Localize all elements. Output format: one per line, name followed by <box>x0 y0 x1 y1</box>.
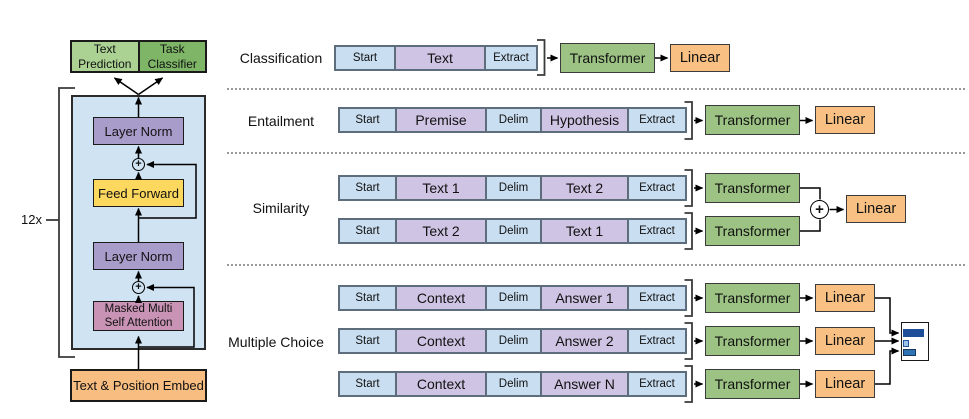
repeat-count-label: 12x <box>21 212 42 227</box>
token-extract: Extract <box>627 330 685 352</box>
linear-box: Linear <box>815 284 875 312</box>
masked-attention-line1: Masked Multi <box>104 302 173 315</box>
token-text: Text <box>394 47 484 69</box>
token-row-similarity-1: Start Text 1 Delim Text 2 Extract <box>338 175 687 201</box>
task-classifier-box: Task Classifier <box>137 42 205 71</box>
token-text1: Text 1 <box>395 177 485 199</box>
masked-attention-line2: Self Attention <box>104 317 173 329</box>
layer-norm-bottom-box: Layer Norm <box>93 242 184 270</box>
transformer-box: Transformer <box>705 216 800 246</box>
extract-bracket <box>537 39 546 76</box>
token-delim: Delim <box>485 220 540 242</box>
transformer-box: Transformer <box>705 105 800 135</box>
token-extract: Extract <box>484 47 536 69</box>
token-start: Start <box>340 287 395 309</box>
token-start: Start <box>340 220 395 242</box>
sum-icon: + <box>810 200 829 219</box>
token-start: Start <box>340 177 395 199</box>
task-label-multiple-choice: Multiple Choice <box>228 334 324 350</box>
text-prediction-box: Text Prediction <box>72 42 138 71</box>
section-divider <box>227 152 965 154</box>
token-delim: Delim <box>485 287 540 309</box>
add-icon: + <box>132 158 145 171</box>
score-bar-1 <box>903 329 924 337</box>
arrow-to-task-classifier <box>138 77 164 96</box>
token-answer-n: Answer N <box>540 373 627 395</box>
transformer-box: Transformer <box>705 369 800 399</box>
layer-norm-top-box: Layer Norm <box>93 117 184 145</box>
transformer-box: Transformer <box>705 173 800 203</box>
token-row-choice-1: Start Context Delim Answer 1 Extract <box>338 285 687 311</box>
token-row-choice-n: Start Context Delim Answer N Extract <box>338 371 687 397</box>
feed-forward-box: Feed Forward <box>93 179 184 207</box>
token-delim: Delim <box>485 177 540 199</box>
token-delim: Delim <box>485 373 540 395</box>
token-extract: Extract <box>627 177 685 199</box>
task-label-entailment: Entailment <box>247 113 315 129</box>
token-answer2: Answer 2 <box>540 330 627 352</box>
linear-box: Linear <box>670 44 730 72</box>
arrow-to-text-prediction <box>113 77 139 96</box>
token-extract: Extract <box>627 220 685 242</box>
token-context: Context <box>395 373 485 395</box>
token-start: Start <box>340 330 395 352</box>
token-hypothesis: Hypothesis <box>540 109 627 131</box>
token-row-similarity-2: Start Text 2 Delim Text 1 Extract <box>338 218 687 244</box>
output-heads-box: Text Prediction Task Classifier <box>70 40 207 73</box>
token-start: Start <box>336 47 394 69</box>
score-bar-3 <box>903 349 916 356</box>
transformer-box: Transformer <box>705 283 800 313</box>
token-extract: Extract <box>627 373 685 395</box>
add-icon: + <box>132 281 145 294</box>
token-delim: Delim <box>485 109 540 131</box>
task-label-classification: Classification <box>239 50 323 66</box>
token-start: Start <box>340 373 395 395</box>
linear-box: Linear <box>815 327 875 355</box>
score-bar-2 <box>903 340 909 347</box>
token-extract: Extract <box>627 109 685 131</box>
wire-transformer-to-sum <box>800 187 821 200</box>
section-divider <box>227 264 965 266</box>
token-context: Context <box>395 330 485 352</box>
section-divider <box>227 88 965 90</box>
token-text2: Text 2 <box>540 177 627 199</box>
embedding-box: Text & Position Embed <box>70 369 207 402</box>
transformer-box: Transformer <box>705 326 800 356</box>
linear-box: Linear <box>846 195 906 223</box>
masked-attention-box: Masked Multi Self Attention <box>93 301 184 331</box>
token-start: Start <box>340 109 395 131</box>
linear-box: Linear <box>815 106 875 134</box>
token-row-classification: Start Text Extract <box>334 45 538 71</box>
token-extract: Extract <box>627 287 685 309</box>
token-context: Context <box>395 287 485 309</box>
token-premise: Premise <box>395 109 485 131</box>
wire-linear-to-scores <box>875 347 900 385</box>
task-label-similarity: Similarity <box>252 200 310 216</box>
token-answer1: Answer 1 <box>540 287 627 309</box>
answer-scores-chart <box>901 322 929 361</box>
linear-box: Linear <box>815 370 875 398</box>
token-text1: Text 1 <box>540 220 627 242</box>
token-row-choice-2: Start Context Delim Answer 2 Extract <box>338 328 687 354</box>
wire-linear-to-scores <box>875 297 900 337</box>
transformer-box: Transformer <box>560 43 655 73</box>
token-row-entailment: Start Premise Delim Hypothesis Extract <box>338 107 687 133</box>
token-text2: Text 2 <box>395 220 485 242</box>
token-delim: Delim <box>485 330 540 352</box>
wire-transformer-to-sum <box>800 219 821 232</box>
